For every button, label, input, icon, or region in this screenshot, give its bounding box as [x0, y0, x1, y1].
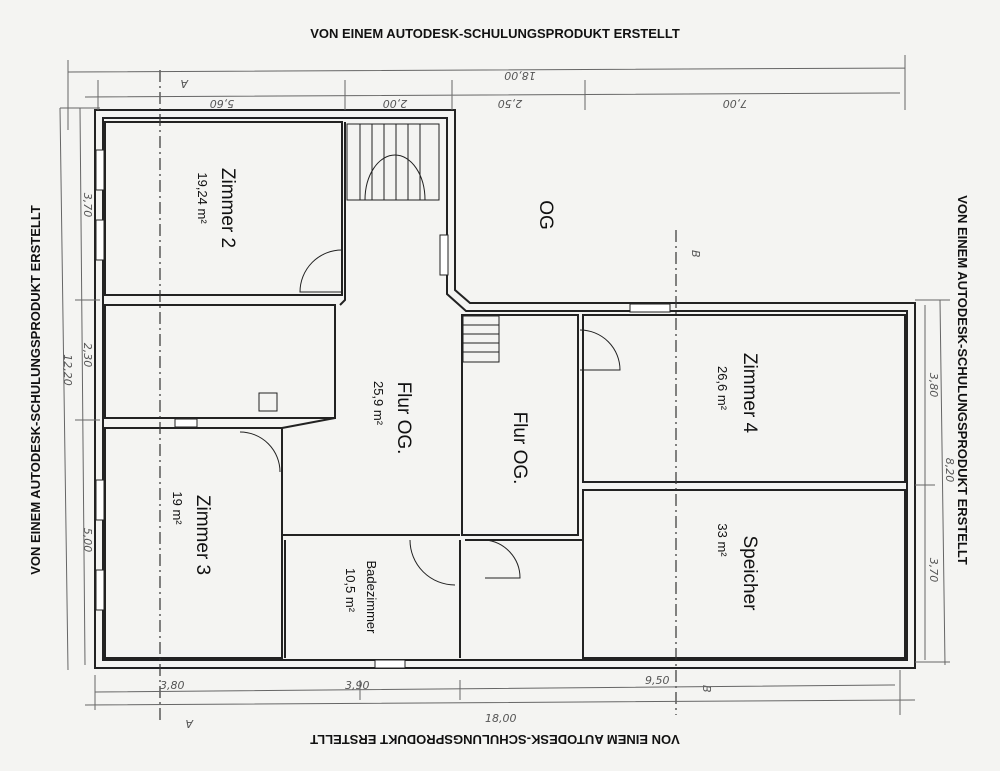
- dim-left-2: 2,30: [81, 343, 94, 368]
- dim-bottom-2: 3,90: [345, 679, 370, 692]
- room-area: 25,9 m²: [371, 381, 386, 426]
- watermark-right: VON EINEM AUTODESK-SCHULUNGSPRODUKT ERST…: [955, 195, 970, 565]
- room-name: Zimmer 4: [739, 353, 760, 434]
- room-area: 19 m²: [170, 491, 185, 525]
- dim-top-2: 2,00: [383, 97, 408, 110]
- dim-top-3: 2,50: [498, 97, 523, 110]
- dim-top-total: 18,00: [504, 69, 536, 82]
- dim-right-total: 8,20: [943, 458, 956, 483]
- floor-label: OG: [535, 200, 556, 230]
- room-name: Flur OG.: [509, 412, 530, 485]
- room-name: Flur OG.: [393, 382, 414, 455]
- door-arcs: [239, 249, 621, 586]
- chimney-icon: [258, 392, 278, 412]
- room-flur-og-left: Flur OG. 25,9 m²: [371, 381, 414, 454]
- section-b-top: B: [689, 250, 702, 258]
- dim-left-1: 3,70: [81, 193, 94, 218]
- room-name: Zimmer 3: [192, 495, 213, 575]
- room-zimmer-2: Zimmer 2 19,24 m²: [195, 168, 238, 248]
- room-zimmer-3: Zimmer 3 19 m²: [170, 491, 213, 575]
- outer-walls: [94, 109, 916, 669]
- room-flur-og-right: Flur OG.: [509, 412, 530, 485]
- room-area: 19,24 m²: [195, 172, 210, 224]
- room-zimmer-4: Zimmer 4 26,6 m²: [715, 353, 760, 434]
- interior-walls: [104, 121, 906, 659]
- dim-left-total: 12,20: [61, 354, 74, 386]
- room-area: 10,5 m²: [343, 568, 358, 613]
- dim-top-1: 5,60: [210, 97, 235, 110]
- room-name: Speicher: [739, 536, 760, 612]
- room-badezimmer: Badezimmer 10,5 m²: [343, 561, 379, 635]
- dim-bottom-1: 3,80: [160, 679, 185, 692]
- windows: [95, 149, 671, 669]
- room-name: Badezimmer: [364, 561, 379, 635]
- room-area: 26,6 m²: [715, 366, 730, 411]
- dim-bottom-3: 9,50: [645, 674, 670, 687]
- dim-left-3: 5,00: [81, 528, 94, 553]
- dim-right-2: 3,70: [927, 558, 940, 583]
- watermark-bottom: VON EINEM AUTODESK-SCHULUNGSPRODUKT ERST…: [310, 732, 680, 747]
- room-area: 33 m²: [715, 523, 730, 557]
- section-b-bottom: B: [700, 685, 713, 693]
- dim-top-4: 7,00: [723, 97, 748, 110]
- dim-right-1: 3,80: [927, 373, 940, 398]
- section-a-top: A: [180, 77, 189, 90]
- room-name: Zimmer 2: [217, 168, 238, 248]
- section-a-bottom: A: [185, 717, 194, 730]
- dim-bottom-total: 18,00: [485, 712, 517, 725]
- stairs-icon: [346, 123, 500, 363]
- room-speicher: Speicher 33 m²: [715, 523, 760, 611]
- dimension-lines: [59, 55, 950, 715]
- watermark-top: VON EINEM AUTODESK-SCHULUNGSPRODUKT ERST…: [310, 26, 680, 41]
- watermark-left: VON EINEM AUTODESK-SCHULUNGSPRODUKT ERST…: [28, 205, 43, 575]
